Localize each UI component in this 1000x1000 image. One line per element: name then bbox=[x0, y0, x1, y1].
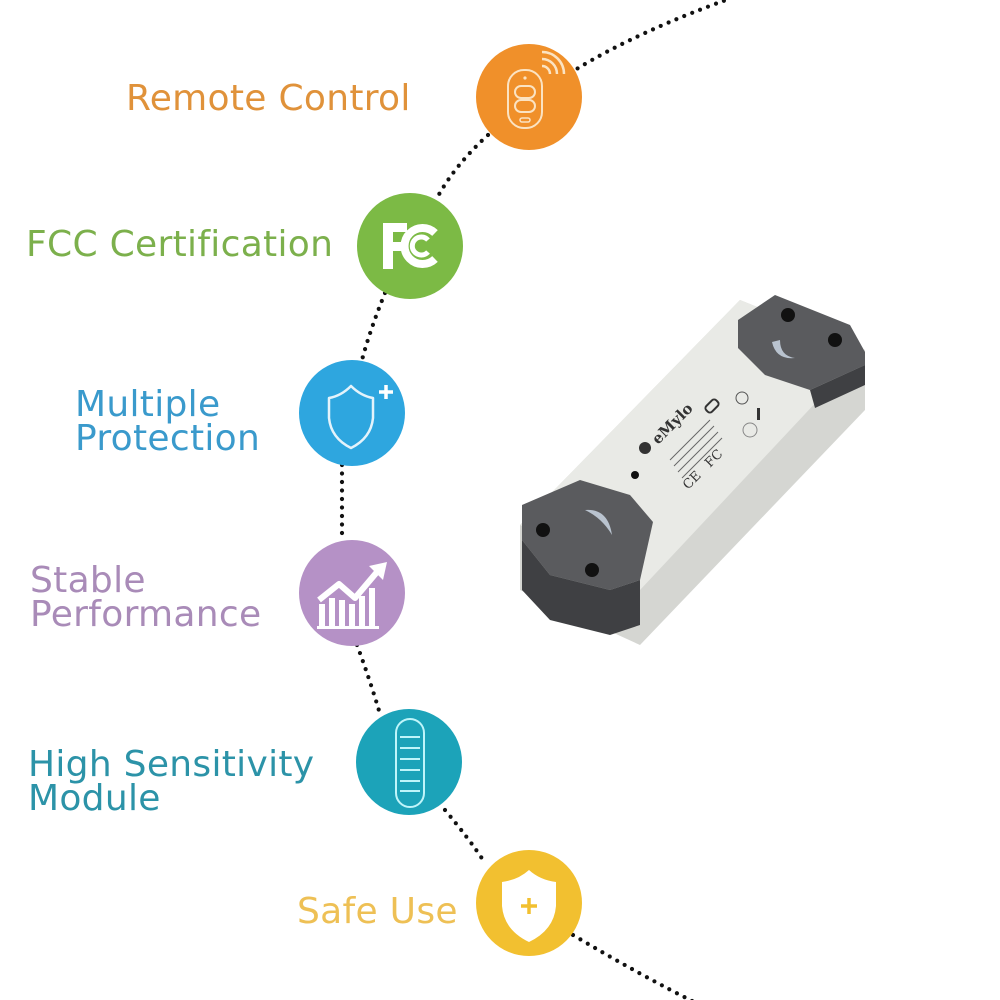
feature-label-remote-control: Remote Control bbox=[126, 81, 411, 117]
feature-label-high-sensitivity-module: High Sensitivity Module bbox=[28, 744, 315, 819]
rising-chart-icon bbox=[317, 562, 387, 629]
feature-label-safe-use: Safe Use bbox=[297, 894, 458, 930]
feature-circle-remote-control bbox=[476, 44, 582, 150]
feature-circle-safe-use bbox=[476, 850, 582, 956]
product-device-image: eMylo CE FC bbox=[510, 290, 870, 650]
wireless-relay-switch-illustration: eMylo CE FC bbox=[520, 295, 865, 645]
feature-circle-high-sensitivity-module bbox=[356, 709, 462, 815]
feature-label-text: Safe Use bbox=[297, 891, 458, 932]
feature-label-multiple-protection: Multiple Protection bbox=[75, 384, 261, 459]
feature-label-line-1: Multiple bbox=[75, 384, 221, 425]
feature-circle-stable-performance bbox=[299, 540, 405, 646]
module-icon bbox=[395, 718, 425, 808]
safe-shield-icon bbox=[502, 870, 556, 942]
feature-label-line-1: Stable bbox=[30, 560, 146, 601]
feature-label-line-2: Performance bbox=[30, 594, 262, 635]
feature-label-line-1: High Sensitivity bbox=[28, 744, 315, 785]
feature-label-line-2: Protection bbox=[75, 418, 261, 459]
fcc-logo-icon bbox=[383, 223, 438, 269]
feature-circle-multiple-protection bbox=[299, 360, 405, 466]
feature-label-line-2: Module bbox=[28, 778, 161, 819]
feature-circle-fcc-certification bbox=[357, 193, 463, 299]
shield-plus-icon bbox=[327, 384, 393, 450]
feature-label-text: Remote Control bbox=[126, 78, 411, 119]
feature-label-fcc-certification: FCC Certification bbox=[26, 227, 333, 263]
feature-label-stable-performance: Stable Performance bbox=[30, 560, 262, 635]
feature-label-text: FCC Certification bbox=[26, 224, 334, 265]
remote-control-icon bbox=[507, 50, 566, 129]
